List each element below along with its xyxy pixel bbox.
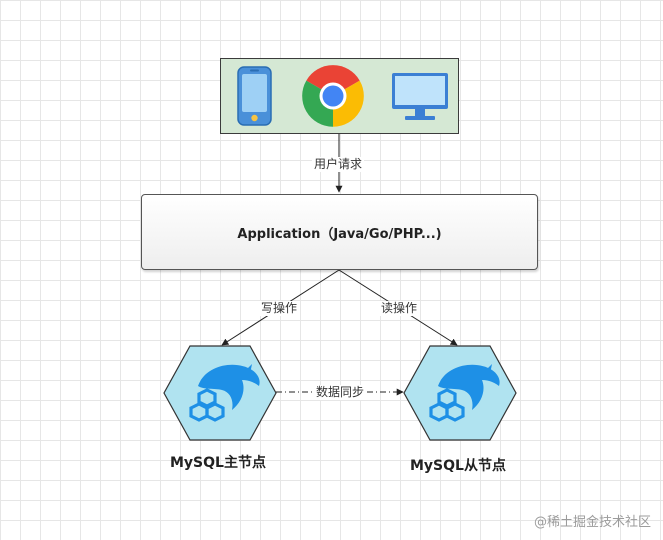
mysql-master-label: MySQL主节点 <box>170 455 266 471</box>
application-box: Application（Java/Go/PHP...) <box>141 194 538 270</box>
data-sync-label: 数据同步 <box>314 385 367 400</box>
clients-box <box>220 58 459 134</box>
mysql-slave-node-icon <box>403 345 517 441</box>
user-request-label: 用户请求 <box>312 157 365 172</box>
write-operation-label: 写操作 <box>259 301 300 316</box>
mysql-slave-label: MySQL从节点 <box>410 458 506 474</box>
mobile-phone-icon <box>237 66 272 126</box>
desktop-monitor-icon <box>392 73 448 120</box>
chrome-browser-icon <box>302 65 364 127</box>
mysql-master-node-icon <box>163 345 277 441</box>
application-label: Application（Java/Go/PHP...) <box>237 226 442 242</box>
watermark: @稀土掘金技术社区 <box>533 515 651 530</box>
read-operation-label: 读操作 <box>379 301 420 316</box>
